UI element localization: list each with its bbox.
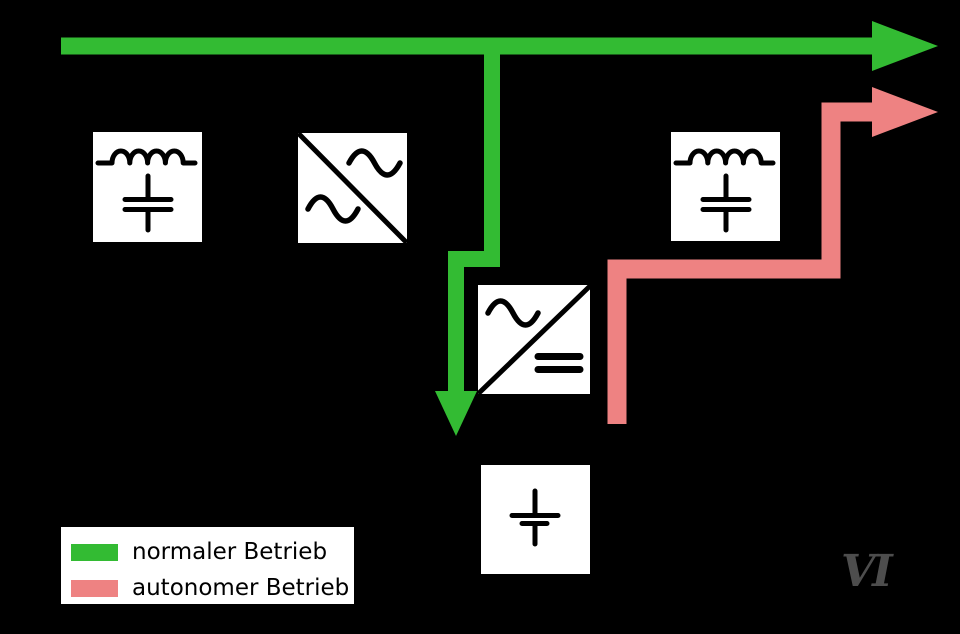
converter-diagonal-line [477, 284, 592, 395]
ac-sine-icon [305, 194, 361, 224]
ac-sine-icon [346, 148, 403, 178]
legend-label-normal: normaler Betrieb [132, 539, 328, 565]
legend-item-normal: normaler Betrieb [71, 540, 327, 564]
legend-label-autonomous: autonomer Betrieb [132, 575, 350, 601]
ac-dc-converter-box [477, 284, 592, 395]
legend-item-autonomous: autonomer Betrieb [71, 576, 349, 600]
flow-autonomous-operation [607, 87, 938, 424]
battery-cell-symbol-icon [509, 488, 561, 547]
inductor-symbol-icon [673, 148, 776, 166]
capacitor-symbol-icon [122, 173, 174, 233]
ac-ac-converter-box [297, 132, 408, 244]
autonomous-flow-arrowhead-icon [872, 87, 938, 137]
green-swatch-icon [71, 543, 118, 561]
dc-equals-icon [534, 353, 584, 373]
legend-swatch-autonomous [71, 579, 118, 597]
ac-sine-icon [485, 298, 541, 328]
battery-box-body [481, 465, 590, 574]
flow-normal-operation [61, 21, 938, 436]
pink-swatch-icon [71, 579, 118, 597]
watermark-vi: VI [841, 546, 893, 597]
legend-swatch-normal [71, 543, 118, 561]
capacitor-symbol-icon [700, 173, 752, 233]
normal-flow-bus-arrowhead-icon [872, 21, 938, 71]
grid-filter-box [93, 132, 202, 242]
load-filter-box [671, 132, 780, 241]
inductor-symbol-icon [95, 148, 198, 166]
autonomous-flow-line [607, 102, 877, 424]
legend: normaler Betrieb autonomer Betrieb [58, 524, 357, 607]
battery-box [481, 465, 590, 574]
normal-flow-branch-arrowhead-icon [435, 391, 477, 436]
converter-diagonal-line [297, 132, 408, 244]
normal-flow-branch-line [448, 45, 500, 398]
